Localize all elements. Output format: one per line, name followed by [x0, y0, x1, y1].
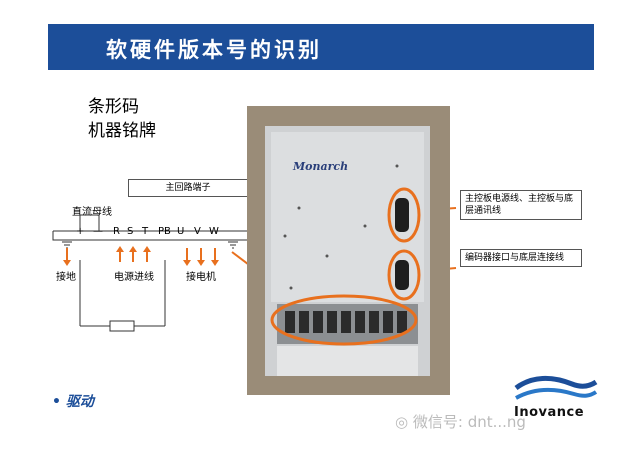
terminal-v: V — [194, 226, 201, 237]
bullet-item: • 驱动 — [52, 394, 94, 410]
callout-top: 主控板电源线、主控板与底层通讯线 — [460, 190, 582, 220]
bullet-text: 驱动 — [65, 394, 94, 410]
highlight-bottom-icon — [387, 249, 421, 301]
inovance-logo-icon — [514, 376, 598, 400]
drive-unit-image: Monarch — [265, 126, 430, 376]
terminal-w: W — [209, 226, 219, 237]
terminal-plus: + — [76, 226, 85, 237]
terminal-s: S — [127, 226, 134, 237]
device-photo: Monarch — [247, 106, 450, 395]
nameplate-label: 机器铭牌 — [88, 121, 156, 141]
callout-bottom: 编码器接口与底层连接线 — [460, 249, 582, 267]
dc-bus-label: 直流母线 — [72, 207, 112, 218]
title-bar: 软硬件版本号的识别 — [48, 24, 594, 70]
highlight-terminal-icon — [270, 294, 418, 346]
terminal-u: U — [177, 226, 185, 237]
brake-resistor-icon — [109, 320, 135, 332]
watermark-text: 微信号: dnt...ng — [412, 413, 526, 431]
main-terminal-label: 主回路端子 — [128, 179, 248, 197]
terminal-t: T — [142, 226, 149, 237]
barcode-label: 条形码 — [88, 97, 139, 117]
page-title: 软硬件版本号的识别 — [106, 38, 322, 62]
motor-label: 接电机 — [186, 272, 216, 283]
ground-label: 接地 — [56, 272, 76, 283]
terminal-r: R — [113, 226, 120, 237]
watermark: ◎ 微信号: dnt...ng — [395, 411, 526, 432]
photo-brand: Monarch — [292, 160, 348, 173]
terminal-minus: — — [93, 226, 103, 237]
logo-text: Inovance — [514, 405, 585, 420]
wechat-icon: ◎ — [395, 413, 409, 431]
terminal-pb: PB — [158, 226, 171, 237]
highlight-top-icon — [387, 187, 421, 243]
power-in-label: 电源进线 — [114, 272, 154, 283]
